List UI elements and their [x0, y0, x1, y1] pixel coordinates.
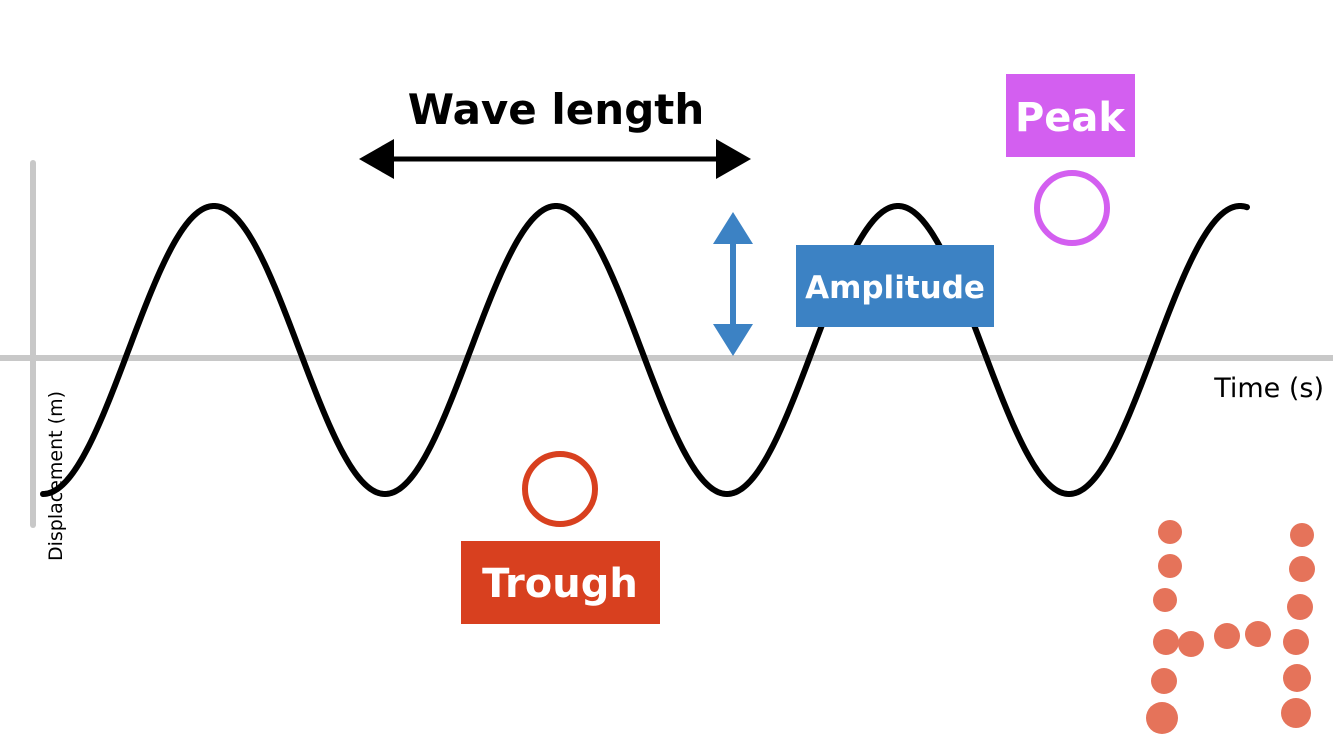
wave-curve	[40, 203, 1250, 497]
y-axis-label: Displacement (m)	[45, 391, 67, 561]
trough-marker-circle	[522, 451, 598, 527]
peak-label-box	[1006, 74, 1135, 157]
h-logo	[1146, 520, 1315, 734]
wavelength-arrow	[359, 139, 751, 179]
wavelength-label: Wave length	[408, 85, 704, 134]
peak-label: Peak	[1015, 95, 1126, 141]
x-axis-label: Time (s)	[1213, 373, 1324, 404]
amplitude-arrow	[713, 212, 753, 356]
trough-label-box	[461, 541, 660, 624]
peak-marker-circle	[1034, 170, 1110, 246]
trough-label: Trough	[482, 561, 638, 607]
amplitude-label: Amplitude	[805, 270, 985, 306]
amplitude-label-box	[796, 245, 994, 327]
